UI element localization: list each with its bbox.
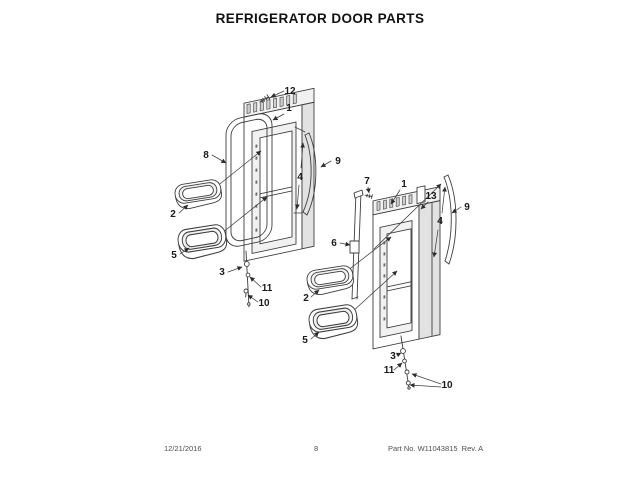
right-door-shelf-line [386, 281, 412, 288]
callout-left-4: 4 [297, 172, 303, 183]
callout-right-4: 4 [437, 216, 443, 227]
left-trim-dimension [294, 142, 306, 210]
callout-right-9: 9 [464, 202, 470, 213]
left-lower-door-bin [175, 222, 229, 262]
right-hinge-grommet [400, 348, 406, 354]
left-upper-bin-mount-arrow [215, 150, 262, 188]
callout-left-12: 12 [284, 86, 296, 97]
callout-right-11: 11 [384, 365, 395, 376]
right-trim-dimension [432, 186, 447, 258]
callout-right-7: 7 [364, 176, 370, 187]
callout-left-2: 2 [170, 209, 176, 220]
left-hinge-pin-assembly [243, 250, 251, 308]
right-door-side-face [418, 200, 441, 340]
left-hinge-screw [243, 288, 249, 294]
right-door-recess-inner [386, 228, 412, 329]
callout-right-2: 2 [303, 293, 309, 304]
callout-right-1: 1 [401, 179, 407, 190]
rail-screw-icon [364, 193, 373, 200]
left-lower-bin-mount-arrow [221, 196, 268, 234]
callout-right-5: 5 [302, 335, 308, 346]
callout-left-10: 10 [258, 298, 270, 309]
left-door-side-face [301, 101, 315, 250]
left-hinge-washer [245, 272, 251, 278]
left-handle-trim [293, 126, 317, 216]
right-hinge-cap-part [416, 185, 426, 204]
right-hinge-washer [402, 358, 407, 364]
footer-date: 12/21/2016 [164, 444, 202, 453]
left-hinge-grommet [243, 261, 250, 267]
right-hinge-pin-assembly [400, 335, 411, 390]
right-lower-bin-mount-arrow [351, 270, 398, 313]
right-hinge-screw-lower [405, 380, 411, 386]
callout-left-9: 9 [335, 156, 341, 167]
right-trim-mount-arrow [373, 183, 442, 250]
callout-right-13: 13 [425, 191, 437, 202]
callout-left-1: 1 [286, 103, 292, 114]
left-door-shelf-line [259, 186, 293, 195]
callout-leader-lines [178, 90, 462, 388]
callout-left-8: 8 [203, 150, 209, 161]
page-title: REFRIGERATOR DOOR PARTS [215, 11, 425, 26]
footer-page-number: 8 [314, 444, 319, 453]
right-door-panel [372, 185, 441, 350]
left-door-panel [243, 87, 315, 262]
right-handle-trim [443, 174, 457, 265]
callout-left-3: 3 [219, 267, 225, 278]
left-upper-door-bin [173, 178, 224, 211]
footer-part-number: Part No. W11043815 Rev. A [388, 444, 484, 453]
callout-right-6: 6 [331, 238, 337, 249]
left-door-hinge-hole-column [255, 144, 258, 232]
callout-left-11: 11 [262, 283, 273, 294]
callout-right-3: 3 [390, 351, 396, 362]
left-door-gasket [225, 113, 273, 247]
left-door-recess-inner [259, 130, 293, 245]
right-hinge-screw-upper [404, 369, 410, 375]
right-upper-door-bin [305, 264, 356, 297]
top-hinge-screw-icon [259, 94, 271, 103]
right-door-hinge-hole-column [383, 241, 386, 321]
callout-right-10: 10 [441, 380, 453, 391]
callout-left-5: 5 [171, 250, 177, 261]
right-upper-bin-mount-arrow [346, 236, 392, 272]
